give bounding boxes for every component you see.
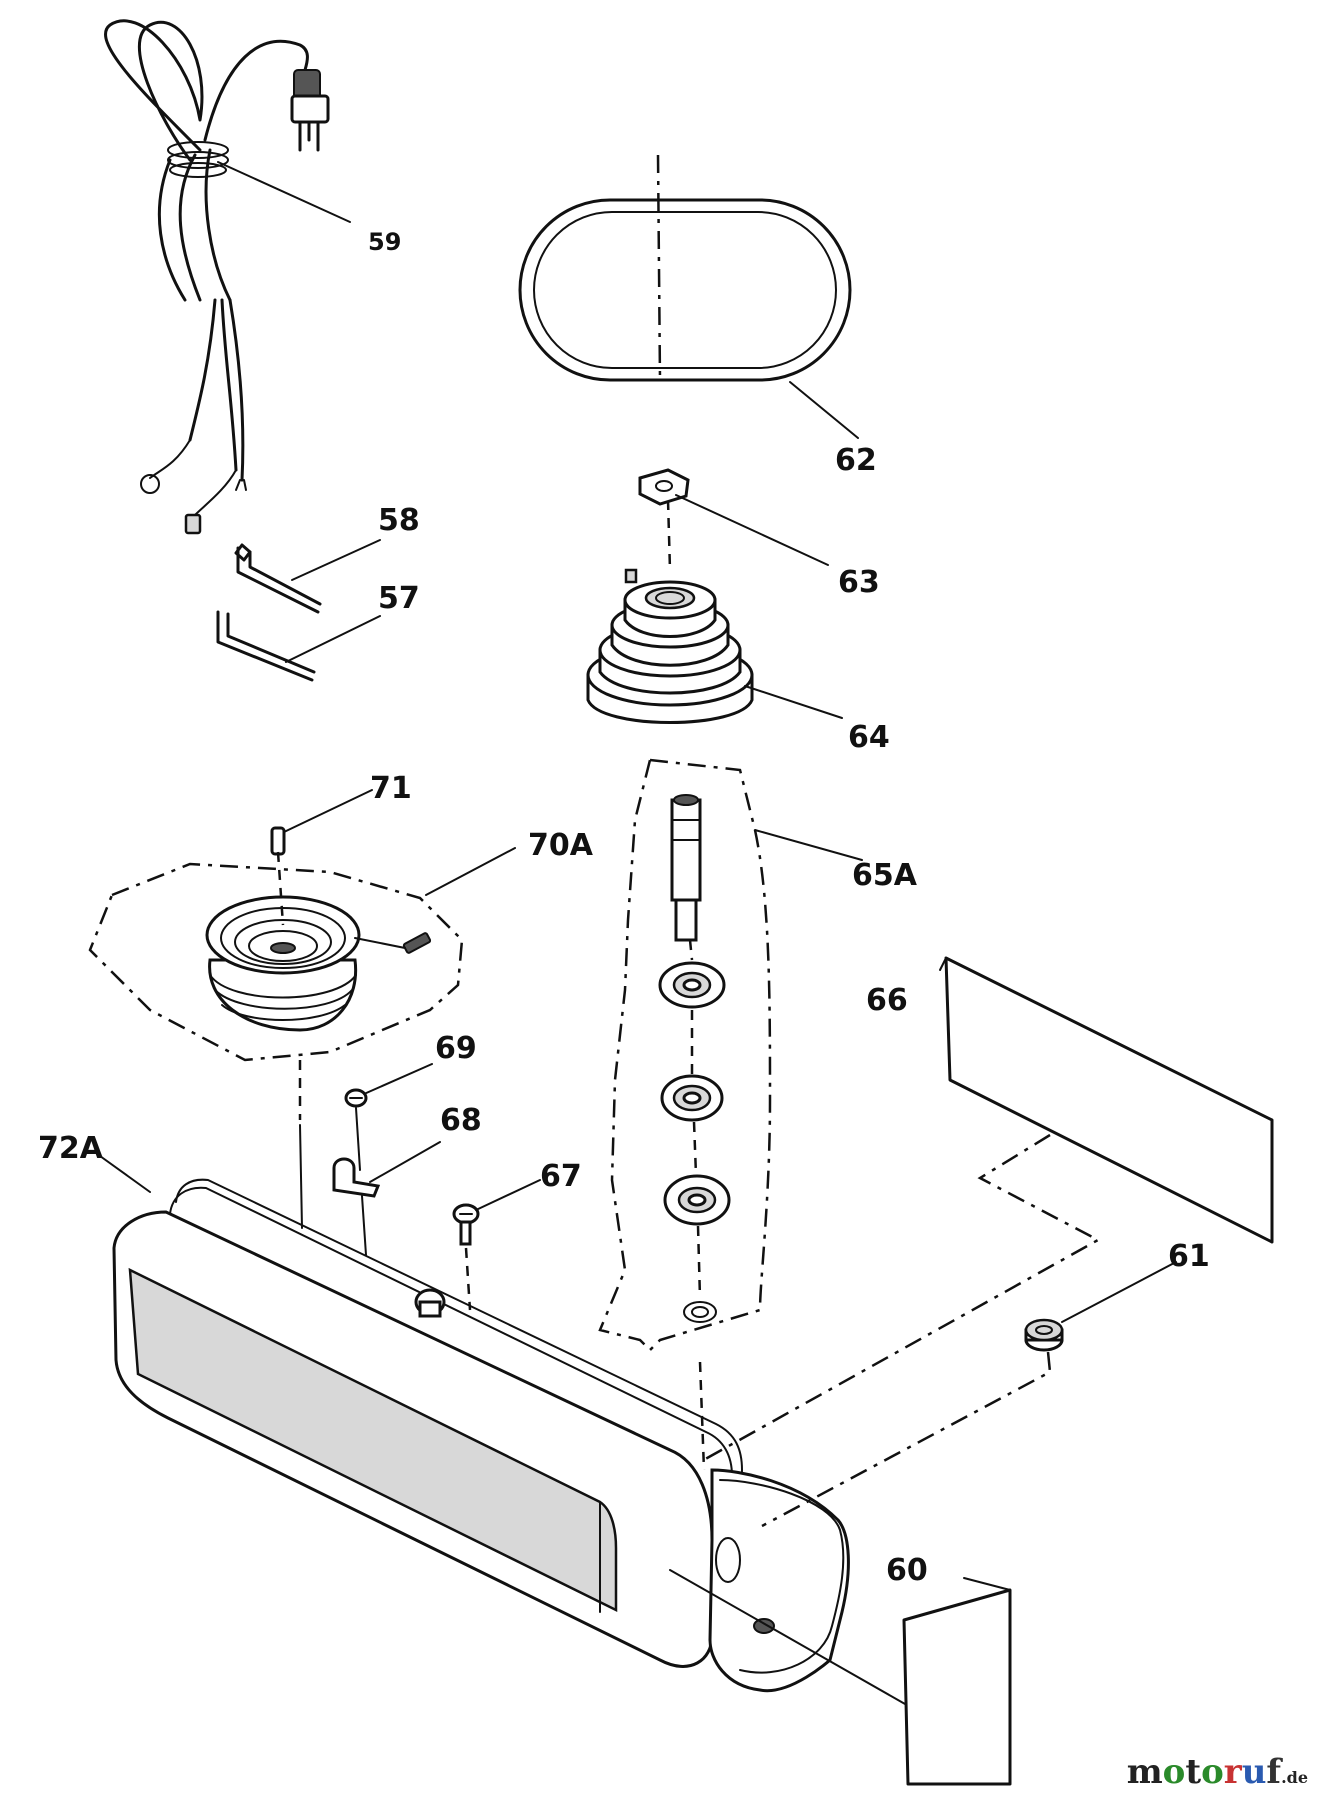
label-65A: 65A (852, 858, 918, 893)
part-72A-base-housing (99, 1155, 850, 1693)
axis-line (656, 154, 662, 381)
label-61: 61 (1168, 1239, 1210, 1274)
label-63: 63 (838, 565, 880, 600)
part-63-nut (638, 468, 829, 566)
part-60-label (902, 1577, 1012, 1786)
part-71-key (270, 789, 373, 856)
part-64-pulley (586, 568, 843, 724)
part-67-screw (452, 1179, 541, 1311)
label-59: 59 (368, 228, 401, 256)
part-61-grommet (761, 1261, 1177, 1528)
label-72A: 72A (38, 1131, 104, 1166)
motoruf-watermark: motoruf.de (1126, 1752, 1308, 1792)
part-58-hex-key (234, 539, 381, 614)
part-70A-motor-pulley-assembly (88, 847, 516, 1062)
label-69: 69 (435, 1031, 477, 1066)
part-62-belt (518, 198, 859, 439)
part-65A-spindle-assembly (598, 758, 863, 1352)
label-71: 71 (370, 771, 412, 806)
label-66: 66 (866, 983, 908, 1018)
label-57: 57 (378, 581, 420, 616)
label-62: 62 (835, 443, 877, 478)
part-57-hex-key (216, 610, 381, 682)
label-70A: 70A (528, 828, 594, 863)
part-68-clamp (332, 1141, 441, 1256)
label-67: 67 (540, 1159, 582, 1194)
label-64: 64 (848, 720, 890, 755)
label-60: 60 (886, 1553, 928, 1588)
part-59-power-cord (104, 19, 351, 535)
label-68: 68 (440, 1103, 482, 1138)
part-66-label (699, 956, 1274, 1464)
label-58: 58 (378, 503, 420, 538)
part-69-screw (344, 1063, 433, 1171)
